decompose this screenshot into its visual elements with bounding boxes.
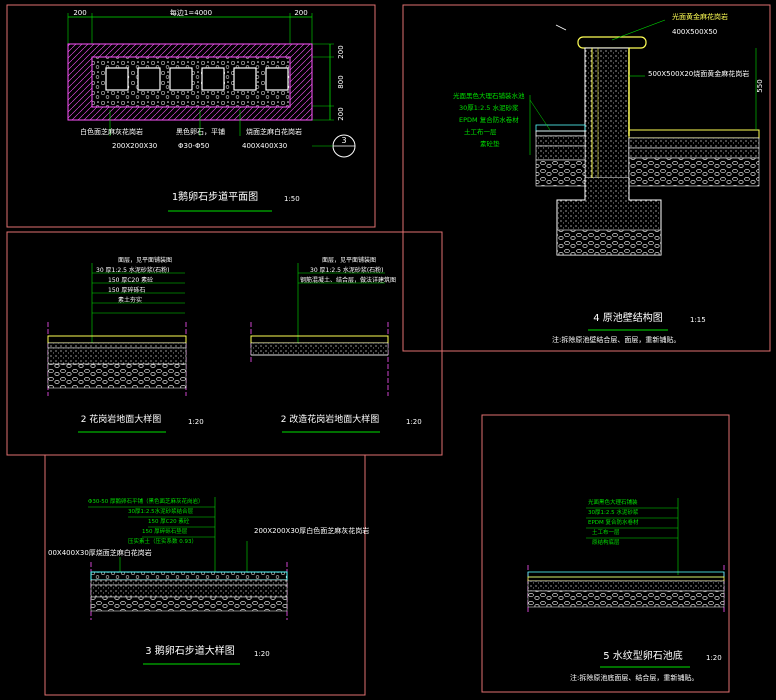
p2-title: 2 花岗岩地面大样图	[81, 413, 162, 425]
p4-top-label: 光面黄金麻花岗岩	[672, 12, 728, 21]
dim-r3: 200	[337, 107, 345, 120]
label-1b: 200X200X30	[112, 142, 157, 150]
p5-title: 5 水纹型卵石池底	[603, 649, 683, 662]
p2-line-4: 150 厚碎砾石	[108, 286, 145, 294]
dim-right: 200	[294, 9, 307, 17]
p2-line-1: 面层，见平面铺装图	[118, 256, 172, 264]
dim-total: 每边1=4000	[170, 8, 212, 17]
p4-line-2: 30厚1:2.5 水泥砂浆	[459, 103, 519, 112]
p3-label-right: 200X200X30厚白色面芝麻灰花岗岩	[254, 526, 369, 535]
p4-line-5: 素砼垫	[480, 139, 500, 148]
p3-line-3: 150 厚C20 素砼	[148, 517, 190, 525]
p5-line-3: EPDM 复合防水卷材	[588, 518, 639, 526]
panel-1-plan: 200 每边1=4000 200 200 800 200 白色面芝麻灰花岗岩 2…	[67, 8, 356, 212]
p4-dim-right: 550	[756, 79, 764, 92]
p3-label-left: 00X400X30厚烧面芝麻白花岗岩	[48, 548, 152, 557]
panel-frame-4	[402, 4, 771, 352]
p4-line-3: EPDM 复合防水卷材	[459, 115, 519, 124]
panel-2-detail-a: 面层，见平面铺装图 30 厚1:2.5 水泥砂浆(石粉) 150 厚C20 素砼…	[47, 256, 204, 433]
p2b-line-3: 钢筋混凝土、结合层，做法详建筑图	[300, 276, 396, 284]
p5-line-1: 光面黑色大理石铺装	[588, 498, 638, 506]
p2-line-2: 30 厚1:2.5 水泥砂浆(石粉)	[96, 266, 170, 274]
p5-scale: 1:20	[706, 654, 722, 662]
panel-3-detail: Φ30-50 厚鹅卵石平铺（黑色面芝麻灰花岗岩） 30厚1:2.5水泥砂浆结合层…	[48, 497, 369, 665]
label-2b: Φ30-Φ50	[178, 142, 209, 150]
p5-note: 注:拆除原池底面层、结合层，重新铺贴。	[570, 673, 698, 682]
p4-top-dim: 400X500X50	[672, 28, 717, 36]
panel-5-detail: 光面黑色大理石铺装 30厚1:2.5 水泥砂浆 EPDM 复合防水卷材 土工布一…	[527, 498, 725, 682]
p1-title: 1鹅卵石步道平面图	[172, 190, 258, 203]
p4-note: 注:拆除原池壁结合层、面层，重新铺贴。	[552, 335, 680, 344]
p4-line-4: 土工布一层	[464, 127, 497, 136]
p3-line-4: 150 厚碎砾石垫层	[142, 527, 188, 535]
p2b-line-1: 面层，见平面铺装图	[322, 256, 376, 264]
p2-line-5: 素土夯实	[118, 296, 142, 304]
p4-mid-label: 500X500X20烧面黄金麻花岗岩	[648, 69, 749, 78]
label-3: 烧面芝麻白花岗岩	[246, 127, 302, 136]
p2b-title: 2 改造花岗岩地面大样图	[281, 413, 380, 425]
p3-scale: 1:20	[254, 650, 270, 658]
p5-line-2: 30厚1:2.5 水泥砂浆	[588, 508, 639, 516]
panel-4-section: 光面黄金麻花岗岩 400X500X50 500X500X20烧面黄金麻花岗岩 5…	[453, 12, 764, 344]
panel-frame-3	[44, 454, 366, 696]
panel-frame-5	[481, 414, 730, 693]
panel-frame-1	[6, 4, 376, 228]
dim-r1: 200	[337, 45, 345, 58]
label-1: 白色面芝麻灰花岗岩	[80, 127, 143, 136]
p5-line-5: 原结构底层	[592, 538, 620, 546]
panel-2-detail-b: 面层，见平面铺装图 30 厚1:2.5 水泥砂浆(石粉) 钢筋混凝土、结合层，做…	[250, 256, 422, 433]
section-callout: 3	[341, 136, 346, 145]
dim-left: 200	[73, 9, 86, 17]
p4-scale: 1:15	[690, 316, 706, 324]
p1-scale: 1:50	[284, 195, 300, 203]
label-3b: 400X400X30	[242, 142, 287, 150]
p4-line-1: 光面黑色大理石铺装水池	[453, 91, 525, 100]
p3-line-5: 压实素土（压实系数 0.93）	[128, 537, 197, 545]
p2-scale: 1:20	[188, 418, 204, 426]
p3-title: 3 鹅卵石步道大样图	[145, 644, 235, 657]
p3-line-1: Φ30-50 厚鹅卵石平铺（黑色面芝麻灰花岗岩）	[88, 497, 204, 505]
p2b-line-2: 30 厚1:2.5 水泥砂浆(石粉)	[310, 266, 384, 274]
label-2: 黑色卵石，平铺	[176, 127, 225, 136]
p4-title: 4 原池壁结构图	[593, 311, 663, 324]
p3-line-2: 30厚1:2.5水泥砂浆结合层	[128, 507, 194, 515]
p2-line-3: 150 厚C20 素砼	[108, 276, 153, 284]
dim-r2: 800	[337, 75, 345, 88]
p5-line-4: 土工布一层	[592, 528, 620, 536]
p2b-scale: 1:20	[406, 418, 422, 426]
